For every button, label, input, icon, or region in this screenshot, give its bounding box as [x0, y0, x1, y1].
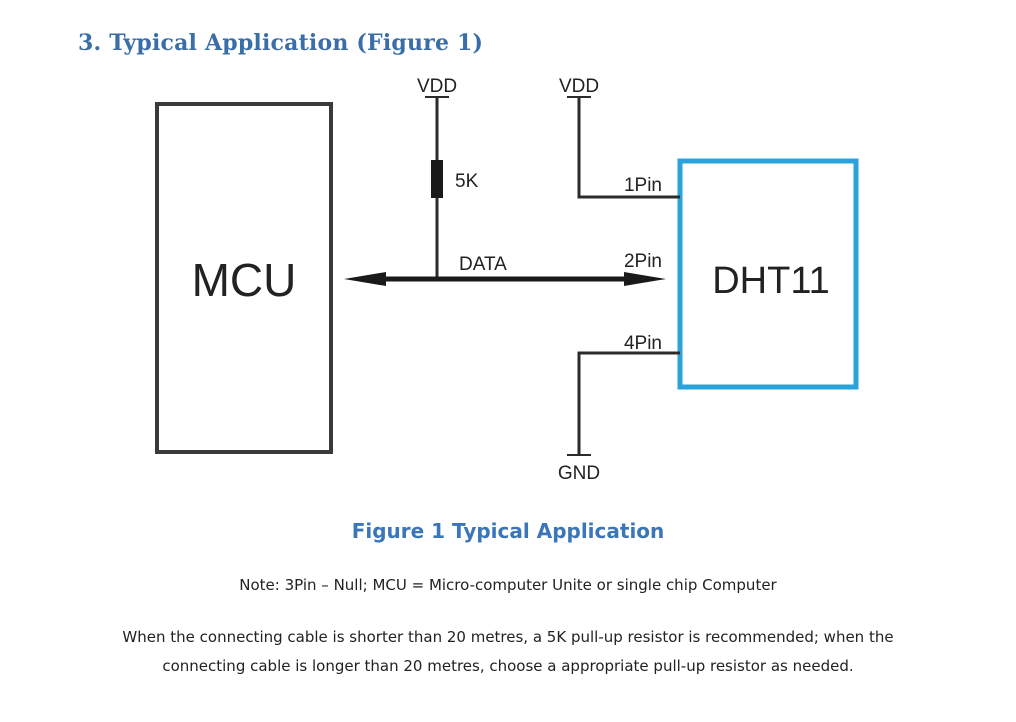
section-heading: 3. Typical Application (Figure 1)	[78, 30, 484, 56]
pullup-resistor	[431, 160, 443, 198]
figure-caption: Figure 1 Typical Application	[351, 519, 665, 543]
mcu-box	[155, 102, 333, 454]
vdd-right-label: VDD	[559, 76, 599, 97]
pin1-wire	[577, 97, 680, 199]
pin4-label: 4Pin	[624, 333, 662, 354]
pullup-recommendation-paragraph: When the connecting cable is shorter tha…	[122, 628, 894, 675]
pin2-label: 2Pin	[624, 251, 662, 272]
resistor-label: 5K	[455, 171, 479, 192]
gnd-label: GND	[558, 463, 600, 484]
dht11-label: DHT11	[712, 260, 830, 302]
data-label: DATA	[459, 254, 507, 275]
typical-application-diagram: MCU DHT11 VDD 5K VDD 1Pin DATA 2Pin 4Pin…	[155, 76, 859, 484]
dht11-box	[677, 158, 859, 390]
vdd-left-label: VDD	[417, 76, 457, 97]
mcu-label: MCU	[192, 254, 297, 306]
figure-note: Note: 3Pin – Null; MCU = Micro-computer …	[239, 576, 777, 594]
data-arrow-right	[624, 272, 666, 286]
pin1-label: 1Pin	[624, 175, 662, 196]
pin4-wire	[577, 351, 680, 455]
data-arrow-left	[344, 272, 386, 286]
